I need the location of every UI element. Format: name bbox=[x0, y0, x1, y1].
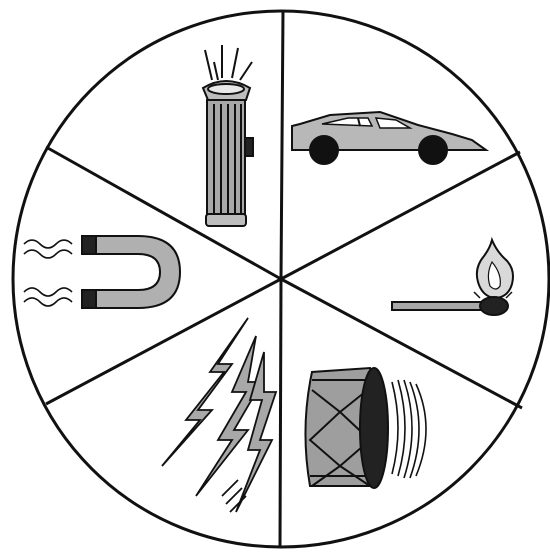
spoke-top bbox=[281, 11, 283, 279]
spoke-bottom bbox=[280, 279, 281, 547]
